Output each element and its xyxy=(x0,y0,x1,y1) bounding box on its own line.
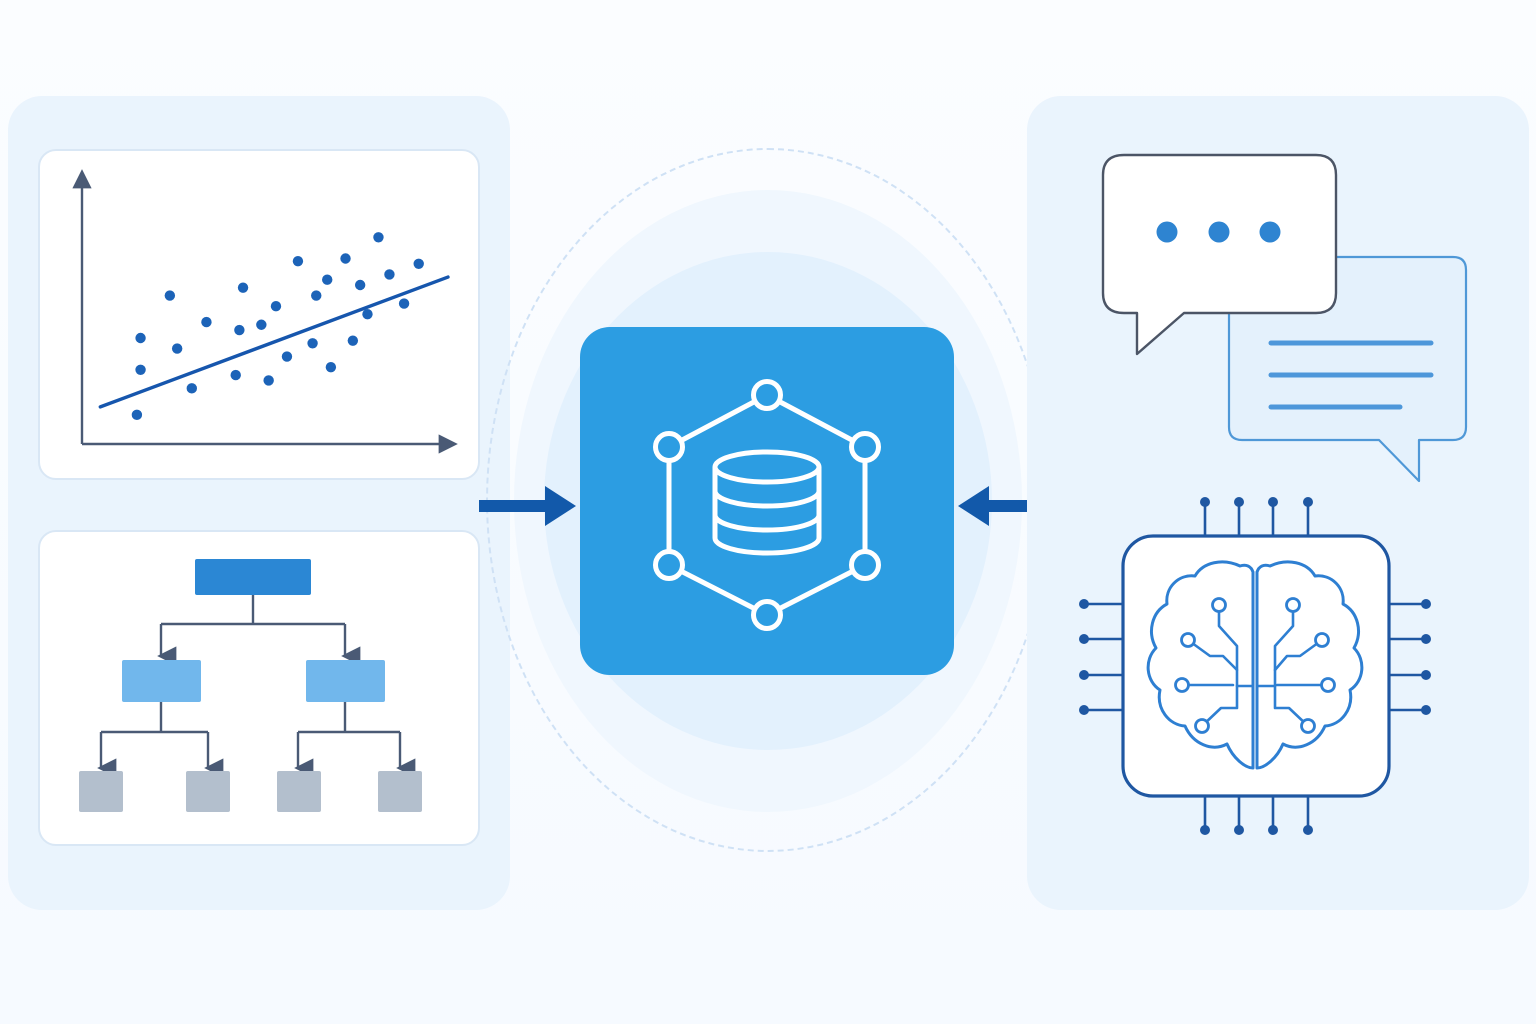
output-illustration xyxy=(1079,153,1468,835)
right-arrow-shaft xyxy=(479,500,549,512)
right-arrow-icon xyxy=(545,486,576,526)
typing-dot-2 xyxy=(1208,221,1230,243)
brain-circuit-node-4 xyxy=(1194,718,1210,734)
brain-trace-left-4 xyxy=(1200,684,1239,728)
typing-dot-3 xyxy=(1259,221,1281,243)
brain-left-hemisphere xyxy=(1146,560,1255,770)
network-node-2 xyxy=(849,431,881,463)
tree-mid-node-right xyxy=(306,660,385,702)
scatter-plot-card xyxy=(38,149,480,480)
tree-root-connector xyxy=(161,595,345,626)
brain-right-hemisphere xyxy=(1255,560,1364,770)
trend-line xyxy=(98,275,450,409)
tree-leaf-node-1 xyxy=(79,771,123,812)
scatter-point-16 xyxy=(307,338,318,349)
scatter-point-13 xyxy=(270,301,282,312)
scatter-point-26 xyxy=(398,298,410,309)
scatter-point-2 xyxy=(135,364,146,375)
scatter-point-24 xyxy=(373,232,384,243)
scatter-point-8 xyxy=(230,369,241,381)
chip-pin-top-dot-2 xyxy=(1234,497,1244,507)
scatter-point-10 xyxy=(237,282,249,293)
network-node-6 xyxy=(653,431,685,463)
network-node-5 xyxy=(653,549,685,581)
scatter-point-17 xyxy=(311,290,322,301)
scatter-point-11 xyxy=(256,319,267,330)
network-node-4 xyxy=(751,599,783,631)
scatter-point-25 xyxy=(384,269,395,280)
scatter-point-3 xyxy=(135,332,146,344)
scatter-point-22 xyxy=(354,279,366,291)
chip-pin-right-dot-1 xyxy=(1421,599,1431,609)
scatter-point-27 xyxy=(413,258,424,269)
chip-pin-right-dot-4 xyxy=(1421,705,1431,715)
tree-mid-connectors xyxy=(101,702,400,734)
scatter-point-5 xyxy=(171,343,183,354)
chip-pin-bottom-dot-2 xyxy=(1234,825,1244,835)
database-ring-2 xyxy=(712,514,822,533)
input-panel xyxy=(8,96,510,910)
chip-pin-right-dot-3 xyxy=(1421,670,1431,680)
scatter-point-20 xyxy=(340,253,351,264)
chip-pin-left-dot-4 xyxy=(1079,705,1089,715)
typing-chat-bubble-icon xyxy=(1101,153,1338,356)
brain-trace-left-2 xyxy=(1186,638,1239,672)
scatter-point-9 xyxy=(234,324,245,336)
chip-pin-left-dot-3 xyxy=(1079,670,1089,680)
database-ring-1 xyxy=(712,490,822,509)
brain-circuit-node-3 xyxy=(1174,677,1190,693)
scatter-point-7 xyxy=(201,316,212,328)
brain-circuit-node-6 xyxy=(1314,632,1330,648)
chip-pin-left-dot-1 xyxy=(1079,599,1089,609)
bidirectional-arrow-shaft xyxy=(984,500,1036,512)
scatter-point-12 xyxy=(263,375,274,386)
chip-pin-left-dot-2 xyxy=(1079,634,1089,644)
brain-trace-left-1 xyxy=(1217,603,1255,688)
tree-root-node xyxy=(195,559,311,595)
network-node-3 xyxy=(849,549,881,581)
chip-pin-bottom-dot-4 xyxy=(1303,825,1313,835)
scatter-point-6 xyxy=(186,383,197,394)
brain-trace-right-2 xyxy=(1273,638,1324,672)
scatter-point-19 xyxy=(325,361,337,373)
scatter-plot xyxy=(72,169,458,454)
scatter-point-21 xyxy=(347,335,359,346)
hierarchy-tree xyxy=(79,559,422,812)
chip-pin-top-dot-1 xyxy=(1200,497,1210,507)
brain-circuit-node-1 xyxy=(1211,597,1227,613)
chip-pin-bottom-dot-1 xyxy=(1200,825,1210,835)
chip-pin-bottom-dot-3 xyxy=(1268,825,1278,835)
output-panel: typing-chat-bubble-icon text-message-bub… xyxy=(1027,96,1529,910)
hierarchy-tree-card xyxy=(38,530,480,846)
scatter-point-23 xyxy=(362,308,373,320)
bidirectional-arrow-left-head xyxy=(958,486,989,526)
scatter-point-18 xyxy=(322,274,333,285)
tree-mid-node-left xyxy=(122,660,201,702)
chip-pin-right-dot-2 xyxy=(1421,634,1431,644)
chip-pin-top-dot-4 xyxy=(1303,497,1313,507)
brain-circuit-node-5 xyxy=(1285,597,1301,613)
scatter-point-14 xyxy=(281,351,293,362)
scatter-point-1 xyxy=(131,409,143,421)
brain-trace-right-1 xyxy=(1255,603,1295,688)
scatter-point-4 xyxy=(164,290,176,301)
tree-leaf-node-2 xyxy=(186,771,230,812)
brain-circuit-node-7 xyxy=(1320,677,1336,693)
central-data-hub: database-network-icon xyxy=(580,327,954,675)
scatter-point-15 xyxy=(292,255,304,267)
typing-dot-1 xyxy=(1156,221,1178,243)
brain-circuit-node-8 xyxy=(1300,718,1316,734)
chip-pin-top-dot-3 xyxy=(1268,497,1278,507)
tree-leaf-node-3 xyxy=(277,771,321,812)
database-body xyxy=(712,467,822,556)
network-node-1 xyxy=(751,379,783,411)
brain-circuit-node-2 xyxy=(1180,632,1196,648)
database-network-icon xyxy=(653,379,881,631)
brain-trace-right-4 xyxy=(1273,684,1310,728)
tree-leaf-node-4 xyxy=(378,771,422,812)
